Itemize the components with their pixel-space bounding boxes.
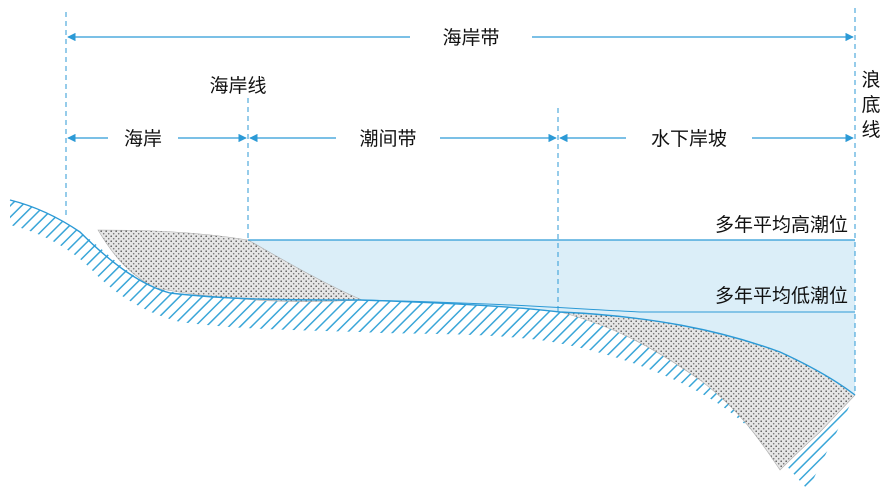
seabed-line: [9, 199, 856, 396]
label-wave-base-1: 浪: [861, 69, 880, 91]
label-mean-high-tide: 多年平均高潮位: [715, 214, 848, 236]
label-subaqueous-slope: 水下岸坡: [651, 128, 727, 150]
label-wave-base-2: 底: [861, 94, 880, 116]
low-tide-line: [361, 299, 855, 313]
label-wave-base-3: 线: [861, 119, 880, 141]
label-intertidal-zone: 潮间带: [359, 128, 416, 150]
label-coastal-zone: 海岸带: [442, 27, 499, 49]
label-coastline: 海岸线: [209, 75, 266, 97]
label-coast: 海岸: [124, 128, 162, 150]
sea-water: [248, 240, 855, 395]
label-mean-low-tide: 多年平均低潮位: [715, 285, 848, 307]
